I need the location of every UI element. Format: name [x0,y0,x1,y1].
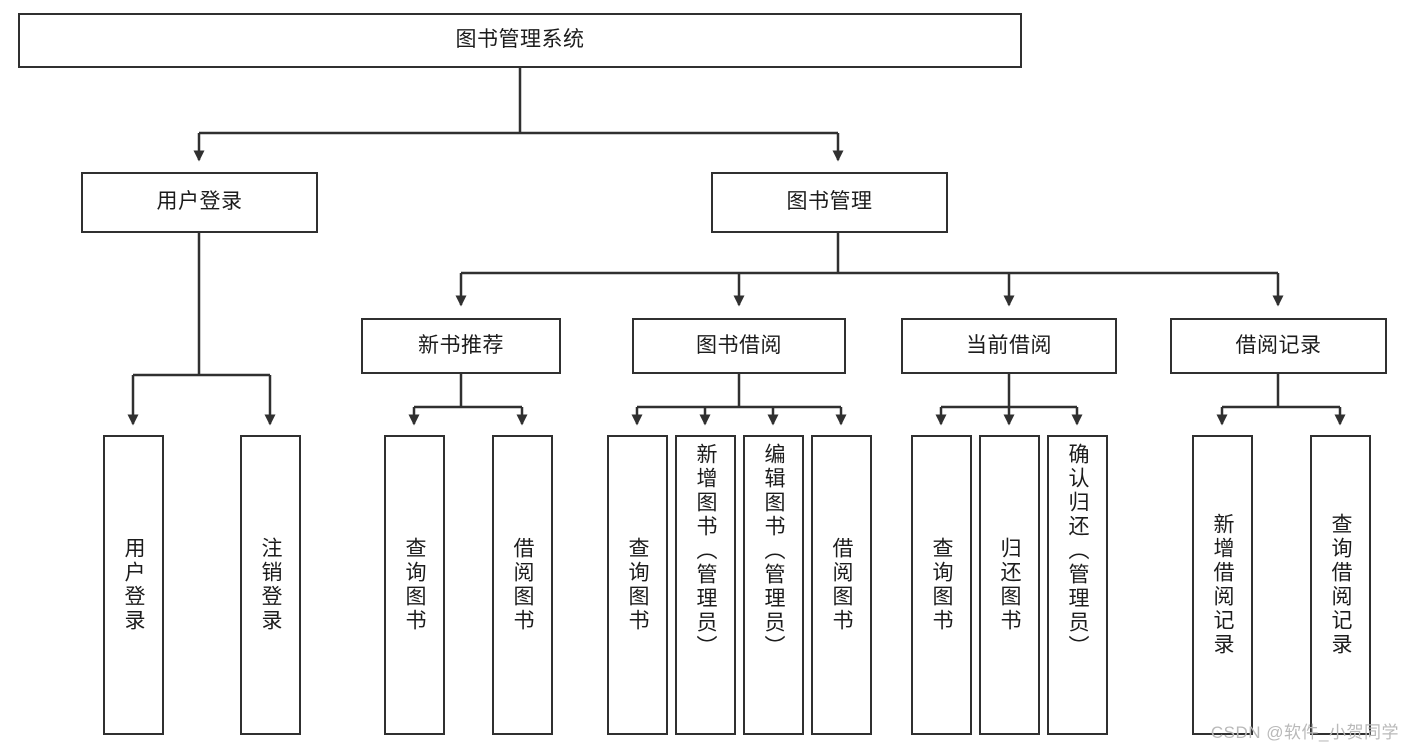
node-leaf-query-record[interactable]: 查询借阅记录 [1310,435,1371,735]
node-book-borrow[interactable]: 图书借阅 [632,318,846,374]
node-leaf-logout-label: 注销登录 [259,537,282,633]
node-root-label: 图书管理系统 [455,28,585,52]
node-leaf-query-book-2-label: 查询图书 [626,537,649,633]
node-leaf-confirm-return[interactable]: 确认归还（管理员） [1047,435,1108,735]
node-current-borrow-label: 当前借阅 [966,333,1052,357]
node-leaf-confirm-return-label: 确认归还（管理员） [1066,443,1089,659]
node-book-manage[interactable]: 图书管理 [711,172,948,233]
node-borrow-record-label: 借阅记录 [1235,333,1322,357]
node-leaf-user-login-label: 用户登录 [122,537,145,633]
node-leaf-add-book-label: 新增图书（管理员） [694,443,717,659]
node-book-borrow-label: 图书借阅 [696,333,782,357]
node-borrow-record[interactable]: 借阅记录 [1170,318,1387,374]
node-leaf-return-book[interactable]: 归还图书 [979,435,1040,735]
node-user-login[interactable]: 用户登录 [81,172,318,233]
node-book-manage-label: 图书管理 [786,190,873,214]
node-leaf-add-record[interactable]: 新增借阅记录 [1192,435,1253,735]
node-leaf-query-book-3-label: 查询图书 [930,537,953,633]
node-leaf-query-book-1-label: 查询图书 [403,537,426,633]
node-leaf-logout[interactable]: 注销登录 [240,435,301,735]
node-leaf-borrow-book-1[interactable]: 借阅图书 [492,435,553,735]
node-leaf-query-book-3[interactable]: 查询图书 [911,435,972,735]
node-leaf-add-record-label: 新增借阅记录 [1211,513,1234,657]
node-leaf-edit-book[interactable]: 编辑图书（管理员） [743,435,804,735]
node-user-login-label: 用户登录 [156,190,243,214]
node-leaf-query-record-label: 查询借阅记录 [1329,513,1352,657]
node-new-book-recommend-label: 新书推荐 [418,333,504,357]
node-leaf-borrow-book-1-label: 借阅图书 [511,537,534,633]
node-leaf-return-book-label: 归还图书 [998,537,1021,633]
node-leaf-query-book-2[interactable]: 查询图书 [607,435,668,735]
node-leaf-add-book[interactable]: 新增图书（管理员） [675,435,736,735]
node-leaf-borrow-book-2[interactable]: 借阅图书 [811,435,872,735]
node-new-book-recommend[interactable]: 新书推荐 [361,318,561,374]
node-leaf-edit-book-label: 编辑图书（管理员） [762,443,785,659]
node-current-borrow[interactable]: 当前借阅 [901,318,1117,374]
node-leaf-query-book-1[interactable]: 查询图书 [384,435,445,735]
csdn-watermark: CSDN @软件_小贺同学 [1210,723,1399,742]
node-leaf-user-login[interactable]: 用户登录 [103,435,164,735]
node-leaf-borrow-book-2-label: 借阅图书 [830,537,853,633]
node-root[interactable]: 图书管理系统 [18,13,1022,68]
